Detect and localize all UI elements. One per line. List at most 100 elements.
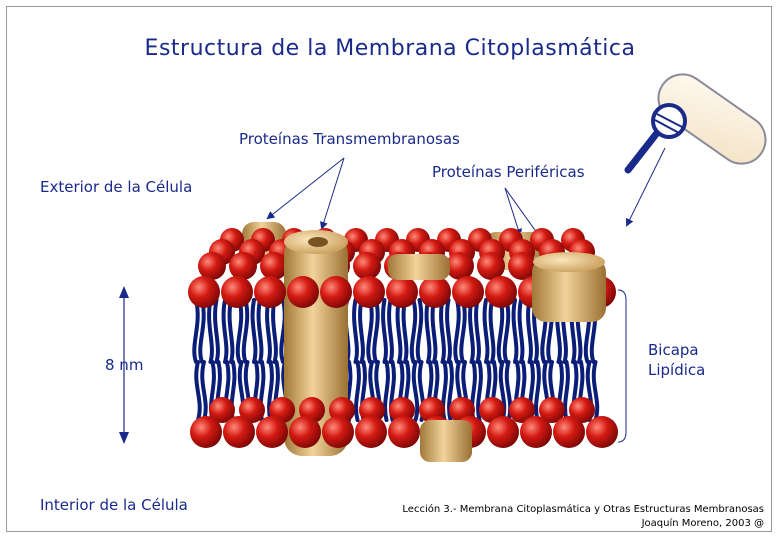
lipid-tail-upper xyxy=(395,298,403,364)
lipid-head xyxy=(419,276,451,308)
lipid-tail-upper xyxy=(372,298,380,364)
lipid-head xyxy=(287,276,319,308)
transmembrane-protein-lower xyxy=(420,420,472,462)
lipid-head xyxy=(359,397,385,423)
lipid-head xyxy=(446,252,474,280)
lipid-head xyxy=(209,397,235,423)
lipid-head xyxy=(198,252,226,280)
thickness-arrow xyxy=(119,286,129,444)
peripheral-proteins-label: Proteínas Periféricas xyxy=(432,163,585,181)
lipid-tail-upper xyxy=(358,298,365,364)
lipid-tail-upper xyxy=(250,298,258,364)
lipid-head xyxy=(389,397,415,423)
lipid-heads-top-front-row xyxy=(188,276,616,308)
lipid-head xyxy=(586,416,618,448)
lipid-tail-upper xyxy=(198,298,206,364)
lipid-tail-lower xyxy=(591,360,600,422)
lipid-tail-upper xyxy=(271,298,278,364)
lipid-head xyxy=(353,276,385,308)
lipid-tail-upper xyxy=(502,298,511,364)
lipid-tail-lower xyxy=(383,360,390,422)
lipid-tail-upper xyxy=(424,298,432,364)
lipid-head xyxy=(239,397,265,423)
lipid-tail-lower xyxy=(476,360,483,422)
lipid-head xyxy=(320,276,352,308)
lipid-tail-upper xyxy=(517,298,525,364)
lipid-tail-upper xyxy=(207,298,214,364)
credit-line-1: Lección 3.- Membrana Citoplasmática y Ot… xyxy=(402,504,764,515)
lipid-head xyxy=(509,397,535,423)
thickness-label: 8 nm xyxy=(105,356,144,374)
bilayer-bracket xyxy=(617,289,627,443)
lipid-tail-upper xyxy=(265,298,272,364)
lipid-tail-lower xyxy=(267,360,274,422)
lipid-head xyxy=(353,252,381,280)
lipid-tail-upper xyxy=(496,298,505,364)
lipid-head xyxy=(569,397,595,423)
lipid-tail-lower xyxy=(447,360,454,422)
cell-interior-label: Interior de la Célula xyxy=(40,496,188,514)
lipid-head xyxy=(221,276,253,308)
lipid-tail-lower xyxy=(194,360,202,422)
lipid-tail-upper xyxy=(235,298,244,364)
lipid-tail-upper xyxy=(511,298,519,364)
lipid-tail-upper xyxy=(468,298,475,364)
lipid-head xyxy=(508,252,536,280)
lipid-head xyxy=(260,252,288,280)
lipid-head xyxy=(477,252,505,280)
lipid-head xyxy=(355,416,387,448)
lipid-head xyxy=(388,416,420,448)
lipid-tail-upper xyxy=(430,298,438,364)
lipid-tail-upper xyxy=(445,298,452,364)
lipid-tail-upper xyxy=(415,298,424,364)
lipid-head xyxy=(485,276,517,308)
lipid-head xyxy=(188,276,220,308)
cell-exterior-label: Exterior de la Célula xyxy=(40,178,193,196)
lipid-tail-upper xyxy=(387,298,394,364)
cell-magnifier-icon xyxy=(624,73,767,227)
lipid-tail-upper xyxy=(488,298,496,364)
lipid-head xyxy=(256,416,288,448)
transmembrane-callout-lines xyxy=(266,157,345,230)
lipid-tail-upper xyxy=(409,298,418,364)
lipid-heads-bottom-rows xyxy=(190,397,618,448)
figure-frame xyxy=(6,6,772,532)
lipid-head xyxy=(322,416,354,448)
lipid-tail-lower xyxy=(563,360,570,422)
lipid-tail-upper xyxy=(366,298,374,364)
credit-line-2: Joaquín Moreno, 2003 @ xyxy=(641,518,764,529)
lipid-tail-lower xyxy=(411,360,420,422)
transmembrane-proteins-label: Proteínas Transmembranosas xyxy=(239,130,460,148)
lipid-head xyxy=(190,416,222,448)
lipid-head xyxy=(229,252,257,280)
lipid-tail-upper xyxy=(241,298,250,364)
lipid-tail-lower xyxy=(200,360,208,422)
lipid-tail-upper xyxy=(256,298,264,364)
lipid-tail-lower xyxy=(534,360,541,422)
lipid-tail-upper xyxy=(474,298,481,364)
bilayer-label-line1: Bicapa xyxy=(648,341,699,359)
lipid-tail-upper xyxy=(453,298,461,364)
lipid-head xyxy=(289,416,321,448)
bilayer-label-line2: Lipídica xyxy=(648,361,706,379)
lipid-tail-upper xyxy=(459,298,467,364)
page-title: Estructura de la Membrana Citoplasmática xyxy=(144,36,636,61)
lipid-head xyxy=(254,276,286,308)
lipid-tail-upper xyxy=(526,298,533,364)
lipid-tail-lower xyxy=(354,360,361,422)
lipid-head xyxy=(539,397,565,423)
lipid-head xyxy=(553,416,585,448)
lipid-tail-upper xyxy=(213,298,220,364)
lipid-head xyxy=(479,397,505,423)
lipid-tail-upper xyxy=(381,298,388,364)
lipid-tail-upper xyxy=(352,298,359,364)
lipid-tail-upper xyxy=(221,298,229,364)
lipid-tail-lower xyxy=(504,360,513,422)
lipid-tail-upper xyxy=(227,298,235,364)
lipid-head xyxy=(386,276,418,308)
lipid-head xyxy=(487,416,519,448)
lipid-head xyxy=(452,276,484,308)
lipid-tail-upper xyxy=(439,298,446,364)
lipid-tail-upper xyxy=(482,298,490,364)
